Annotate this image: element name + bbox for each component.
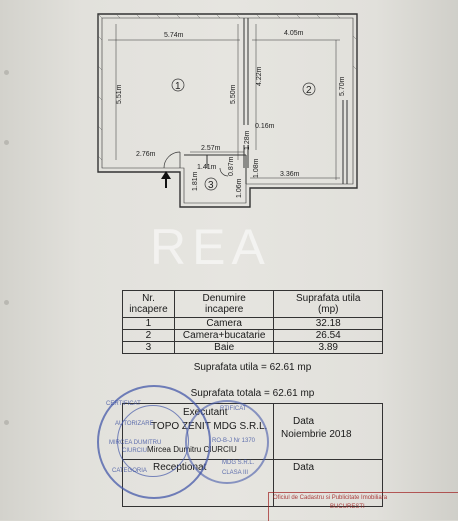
- stamp-text-2: AUTORIZARE: [115, 421, 154, 427]
- room-number-2: 2: [306, 85, 312, 96]
- dim-bath-5: 1.08m: [253, 158, 260, 178]
- dim-right-wall: 5.70m: [339, 76, 346, 96]
- dim-bath-2: 0.87m: [228, 156, 235, 176]
- cell-name: Camera: [173, 317, 275, 330]
- seal-text-1: Oficiul de Cadastru si Publicitate Imobi…: [273, 495, 388, 501]
- dim-mid-upper: 4.22m: [256, 66, 263, 86]
- cell-area: 3.89: [273, 341, 383, 354]
- dim-thickness: 0.16m: [255, 123, 275, 130]
- dim-door-1: 1.28m: [244, 130, 251, 150]
- cell-area: 32.18: [273, 317, 383, 330]
- dim-bath-1: 1.41m: [197, 164, 217, 171]
- company-stamp: [185, 400, 269, 484]
- room-number-3: 3: [208, 180, 214, 191]
- cell-area: 26.54: [273, 329, 383, 342]
- column-divider: [273, 404, 274, 506]
- seal-text-2: BUCURESTI: [330, 504, 365, 510]
- dim-bottom-right: 3.36m: [280, 171, 300, 178]
- stamp2-text-3: MDG S.R.L.: [222, 460, 255, 466]
- dim-bath-3: 1.81m: [192, 171, 199, 191]
- dim-bath-4: 1.06m: [236, 178, 243, 198]
- cell-nr: 3: [122, 341, 175, 354]
- stamp2-text-4: CLASA III: [222, 470, 249, 476]
- total-usable-area: Suprafata utila = 62.61 mp: [193, 362, 312, 373]
- cell-name: Camera+bucatarie: [173, 329, 275, 342]
- cell-nr: 2: [122, 329, 175, 342]
- dim-top-right: 4.05m: [284, 30, 304, 37]
- stamp2-text-2: RO-B-J Nr 1370: [212, 438, 256, 444]
- dim-left-wall: 5.51m: [116, 84, 123, 104]
- table-row: 2 Camera+bucatarie 26.54: [122, 329, 383, 342]
- dim-corridor-2: 2.57m: [201, 145, 221, 152]
- room-number-1: 1: [175, 81, 181, 92]
- entrance-arrow-icon: [161, 171, 171, 188]
- stamp-text-4: CIURCIU: [122, 448, 147, 454]
- stamp2-text-1: RTIFICAT: [220, 406, 247, 412]
- binder-holes: [4, 0, 10, 520]
- date-label: Data: [293, 416, 315, 427]
- total-area: Suprafata totala = 62.61 mp: [190, 388, 315, 399]
- watermark-logo: REA: [150, 219, 271, 275]
- date-value: Noiembrie 2018: [281, 429, 352, 440]
- table-row: 1 Camera 32.18: [122, 317, 383, 330]
- header-nr: Nr.incapere: [122, 290, 175, 318]
- stamp-text-5: CATEGORIA: [112, 468, 147, 474]
- stamp-text-1: CERTIFICAT: [106, 401, 141, 407]
- dim-corridor-1: 2.76m: [136, 151, 156, 158]
- header-area: Suprafata utila(mp): [273, 290, 383, 318]
- cadastre-seal: [268, 492, 458, 521]
- table-row: 3 Baie 3.89: [122, 341, 383, 354]
- date-label-2: Data: [293, 462, 315, 473]
- cell-name: Baie: [173, 341, 275, 354]
- stamp-text-3: MIRCEA DUMITRU: [109, 440, 162, 446]
- dim-mid-wall: 5.50m: [230, 84, 237, 104]
- cell-nr: 1: [122, 317, 175, 330]
- dim-top-left: 5.74m: [164, 32, 184, 39]
